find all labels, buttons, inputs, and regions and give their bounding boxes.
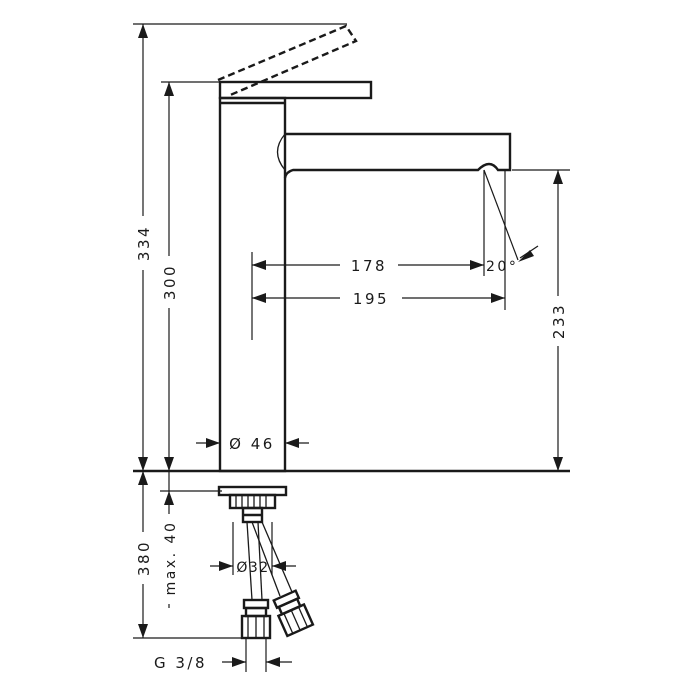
dimension-hose-thread: G 3/8	[154, 638, 292, 672]
hose-fitting-left	[240, 598, 272, 640]
dim-label-hose-thread: G 3/8	[154, 654, 207, 672]
dimension-body-diameter: Ø 46	[196, 435, 309, 453]
dimension-body-height: 300	[160, 81, 226, 471]
dim-label-countertop-thickness: max. 40	[163, 521, 179, 596]
spout-joint-curve	[276, 133, 286, 171]
supply-hoses	[246, 521, 293, 601]
dim-label-spout-reach-outer: 195	[353, 290, 389, 308]
dimension-spout-reach-outer: 195	[252, 170, 506, 310]
lever-open-position	[217, 24, 358, 98]
dimension-below-counter: 380	[133, 471, 246, 639]
dim-label-spout-angle: 20°	[486, 259, 518, 275]
dim-label-overall-height: 334	[135, 225, 153, 261]
dimension-countertop-thickness: max. 40	[160, 471, 222, 608]
dimension-spout-reach-inner: 178	[251, 170, 485, 340]
mounting-flange	[217, 485, 288, 497]
hose-fitting-right	[272, 589, 315, 638]
dimension-spout-angle: 20°	[483, 169, 539, 275]
dim-label-tail-diameter: Ø32	[236, 560, 269, 576]
dim-label-spout-reach-inner: 178	[351, 257, 387, 275]
spout	[283, 132, 512, 179]
dim-label-body-diameter: Ø 46	[229, 435, 275, 453]
dimension-tail-diameter: Ø32	[210, 522, 296, 576]
lever-handle	[218, 80, 373, 100]
dimension-overall-height: 334	[133, 23, 347, 471]
faucet-outline	[133, 24, 570, 640]
dim-label-body-height: 300	[161, 264, 179, 300]
dim-label-below-counter: 380	[135, 540, 153, 576]
dimension-spout-height: 233	[512, 169, 570, 471]
dim-label-spout-height: 233	[550, 303, 568, 339]
mounting-nut	[228, 493, 277, 510]
